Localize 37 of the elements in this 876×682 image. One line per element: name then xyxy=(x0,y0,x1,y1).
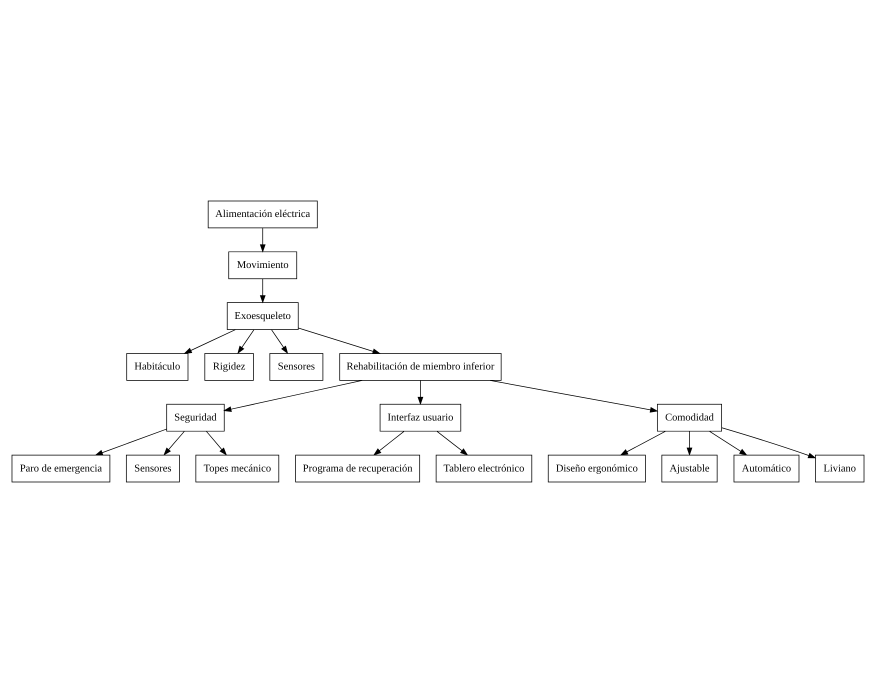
node-box: Paro de emergencia xyxy=(12,454,110,482)
arrow xyxy=(237,328,254,354)
node-box: Ajustable xyxy=(661,454,718,482)
arrow xyxy=(223,380,363,412)
node-box: Alimentación eléctrica xyxy=(208,200,318,228)
node-box: Exoesqueleto xyxy=(226,302,299,330)
node-box: Tablero electrónico xyxy=(436,454,532,482)
node-box: Comodidad xyxy=(656,403,722,432)
arrow xyxy=(709,430,748,456)
node-box: Sensores xyxy=(126,454,180,482)
arrow xyxy=(184,328,236,354)
arrow xyxy=(620,430,666,456)
arrow xyxy=(721,426,816,458)
arrow xyxy=(260,227,266,252)
arrow xyxy=(373,430,404,456)
node-box: Movimiento xyxy=(228,250,298,279)
node-box: Habitáculo xyxy=(126,352,188,380)
node-box: Liviano xyxy=(815,454,864,482)
arrow xyxy=(206,430,227,456)
node-box: Rehabilitación de miembro inferior xyxy=(339,352,502,380)
arrow xyxy=(490,380,658,412)
node-box: Topes mecánico xyxy=(195,454,280,482)
node-box: Automático xyxy=(734,454,800,482)
node-box: Diseño ergonómico xyxy=(548,454,646,482)
arrow xyxy=(271,328,288,354)
node-box: Seguridad xyxy=(166,403,225,432)
arrow xyxy=(163,430,185,456)
arrow xyxy=(260,278,266,303)
node-box: Interfaz usuario xyxy=(380,403,462,432)
arrow xyxy=(686,430,692,456)
arrow xyxy=(94,428,167,455)
node-box: Sensores xyxy=(269,352,324,380)
arrow xyxy=(298,327,381,354)
node-box: Programa de recuperación xyxy=(295,454,420,482)
node-box: Rigidez xyxy=(204,352,254,380)
arrow xyxy=(418,380,424,405)
arrow xyxy=(436,430,468,456)
